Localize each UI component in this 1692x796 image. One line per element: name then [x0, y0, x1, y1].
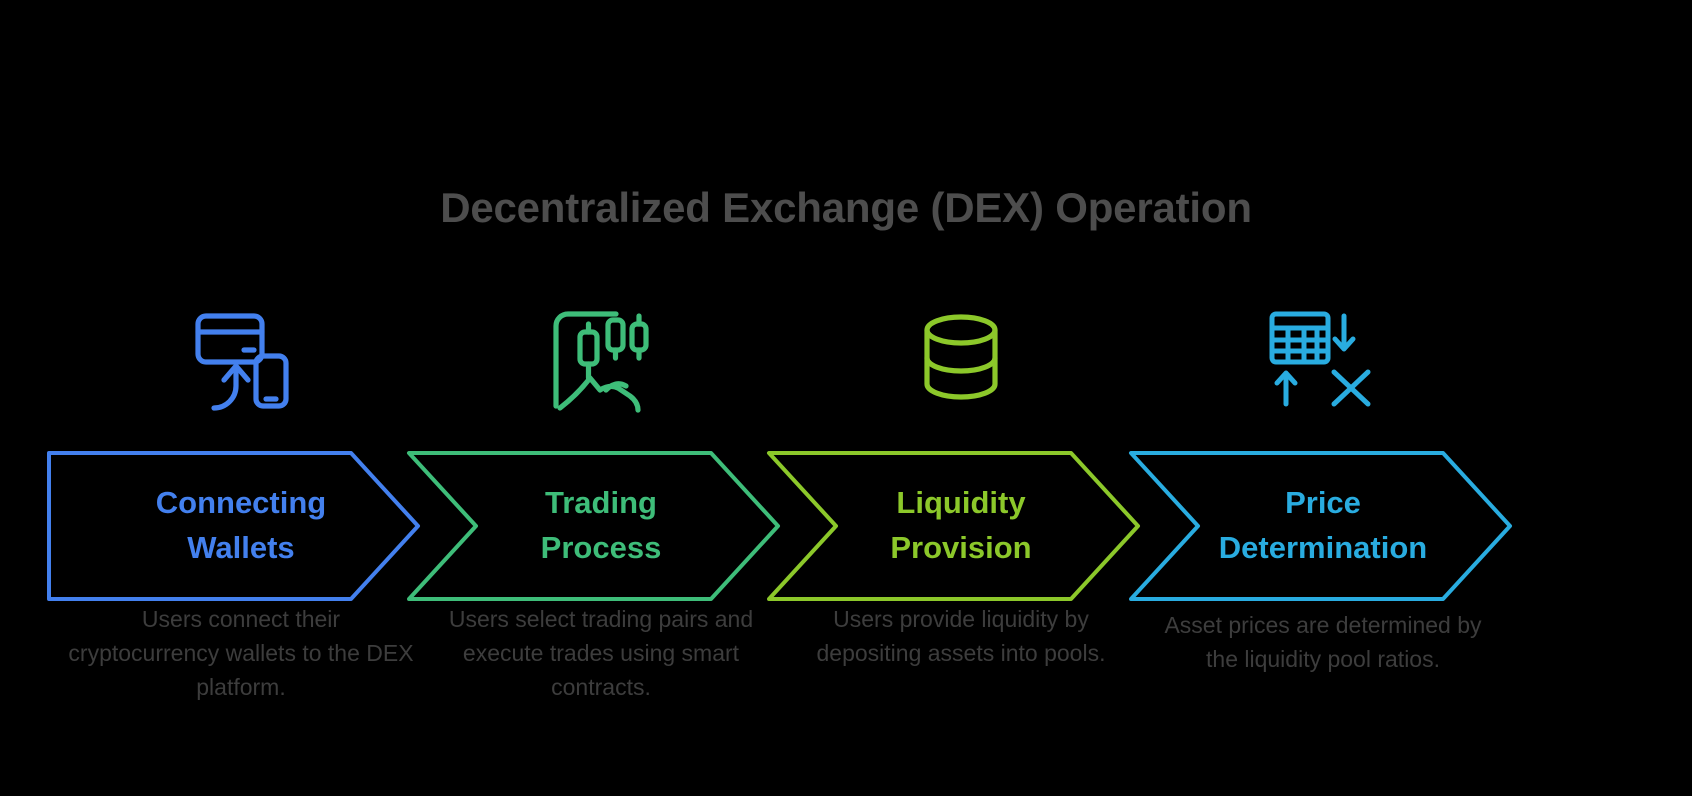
page-title: Decentralized Exchange (DEX) Operation: [440, 184, 1252, 231]
step-caption-trading-process: Users select trading pairs and execute t…: [448, 606, 754, 700]
process-step-trading-process[interactable]: Trading Process Users select trading pai…: [406, 300, 796, 770]
process-step-price-determination[interactable]: Price Determination Asset prices are det…: [1128, 300, 1518, 770]
chevron-liquidity-provision[interactable]: Liquidity Provision: [766, 450, 1156, 602]
chevron-connecting-wallets[interactable]: Connecting Wallets: [46, 450, 436, 602]
process-step-liquidity-provision[interactable]: Liquidity Provision Users provide liquid…: [766, 300, 1156, 770]
step-caption-liquidity-provision: Users provide liquidity by depositing as…: [816, 606, 1106, 666]
liquidity-pool-stack-icon: [766, 300, 1156, 418]
chevron-trading-process[interactable]: Trading Process: [406, 450, 796, 602]
price-grid-exchange-icon: [1128, 300, 1518, 418]
card-to-phone-transfer-icon: [46, 300, 436, 418]
candlestick-chart-hand-icon: [406, 300, 796, 418]
step-caption-connecting-wallets: Users connect their cryptocurrency walle…: [68, 606, 414, 700]
step-caption-price-determination: Asset prices are determined by the liqui…: [1164, 612, 1482, 672]
chevron-price-determination[interactable]: Price Determination: [1128, 450, 1518, 602]
process-steps-row: Connecting Wallets Users connect their c…: [0, 300, 1692, 770]
process-step-connecting-wallets[interactable]: Connecting Wallets Users connect their c…: [46, 300, 436, 770]
